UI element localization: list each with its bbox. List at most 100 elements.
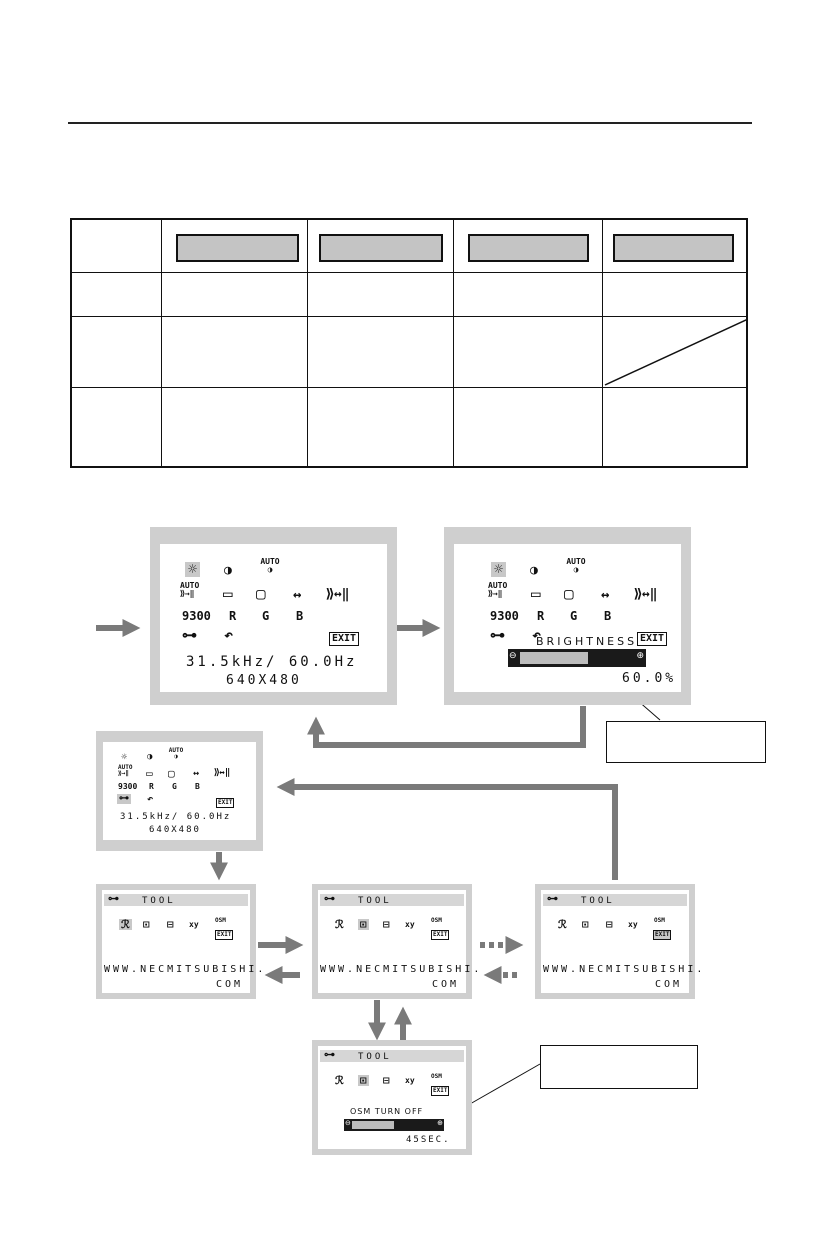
table-divider	[72, 316, 746, 317]
auto-adjust-icon[interactable]: AUTO ◑	[168, 747, 184, 760]
blue-icon[interactable]: B	[604, 609, 612, 623]
osm-position-icon[interactable]: ⊡	[143, 918, 150, 931]
contrast-icon[interactable]: ◑	[530, 563, 538, 578]
contrast-icon[interactable]: ◑	[224, 563, 232, 578]
osm-turn-off-icon[interactable]: ⊟	[383, 918, 390, 931]
osm-lock-icon[interactable]: OSM	[215, 917, 226, 924]
down-up-icon[interactable]: ▢	[256, 584, 266, 603]
red-icon[interactable]: R	[229, 609, 237, 623]
osm-turn-off-icon[interactable]: ⊟	[606, 918, 613, 931]
factory-preset-icon[interactable]: ↶	[147, 794, 154, 805]
exit-icon[interactable]: EXIT	[431, 1086, 450, 1096]
red-icon[interactable]: R	[149, 782, 154, 791]
url-line-2: COM	[655, 979, 683, 990]
brightness-icon[interactable]: ☼	[491, 562, 507, 577]
osm-lock-icon[interactable]: OSM	[431, 917, 442, 924]
green-icon[interactable]: G	[172, 782, 177, 791]
signal-info-icon[interactable]: xy	[189, 920, 199, 929]
blue-icon[interactable]: B	[296, 609, 304, 623]
url-line-2: COM	[216, 979, 244, 990]
url-line-1: WWW.NECMITSUBISHI.	[320, 964, 483, 975]
tool-icon: ⊶	[108, 892, 119, 905]
osm-lock-icon[interactable]: OSM	[431, 1073, 442, 1080]
exit-icon[interactable]: EXIT	[431, 930, 450, 940]
green-icon[interactable]: G	[262, 609, 270, 623]
control-key-2[interactable]	[319, 234, 443, 262]
exit-icon[interactable]: EXIT	[216, 798, 235, 808]
auto-position-icon[interactable]: AUTO ⟫→‖	[180, 581, 200, 598]
osm-position-icon[interactable]: ⊡	[582, 918, 589, 931]
osm-brightness-screen: ☼ ◑ AUTO ◑ AUTO ⟫→‖ ▭ ▢ ↔ ⟫↔‖ 9300 R G B…	[444, 527, 691, 705]
table-divider	[307, 220, 308, 466]
left-right-icon[interactable]: ▭	[146, 767, 153, 780]
h-size-icon[interactable]: ↔	[193, 768, 200, 779]
language-icon[interactable]: ℛ	[335, 918, 344, 931]
url-line-1: WWW.NECMITSUBISHI.	[104, 964, 267, 975]
exit-icon[interactable]: EXIT	[653, 930, 672, 940]
osm-turn-off-icon[interactable]: ⊟	[383, 1074, 390, 1087]
language-icon[interactable]: ℛ	[335, 1074, 344, 1087]
control-key-3[interactable]	[468, 234, 589, 262]
tool-icon: ⊶	[324, 1048, 335, 1061]
language-icon[interactable]: ℛ	[119, 918, 132, 931]
fine-icon[interactable]: ⟫↔‖	[214, 768, 231, 778]
url-line-2: COM	[432, 979, 460, 990]
frequency-readout: 31.5kHz/ 60.0Hz	[186, 654, 358, 670]
brightness-callout-box	[606, 721, 766, 763]
brightness-icon[interactable]: ☼	[185, 562, 201, 577]
function-key-table	[70, 218, 748, 468]
tool-icon[interactable]: ⊶	[117, 793, 131, 804]
h-size-icon[interactable]: ↔	[601, 587, 610, 603]
tool-title-bar	[320, 1050, 464, 1062]
resolution-readout: 640X480	[226, 673, 302, 688]
signal-info-icon[interactable]: xy	[628, 920, 638, 929]
red-icon[interactable]: R	[537, 609, 545, 623]
down-up-icon[interactable]: ▢	[564, 584, 574, 603]
signal-info-icon[interactable]: xy	[405, 1076, 415, 1085]
control-key-4[interactable]	[613, 234, 734, 262]
green-icon[interactable]: G	[570, 609, 578, 623]
tool-icon[interactable]: ⊶	[182, 626, 197, 644]
osm-turn-off-label: OSM TURN OFF	[350, 1107, 424, 1116]
h-size-icon[interactable]: ↔	[293, 587, 302, 603]
brightness-slider[interactable]: ⊖ ⊕	[508, 649, 646, 667]
factory-preset-icon[interactable]: ↶	[224, 626, 234, 644]
auto-position-icon[interactable]: AUTO ⟫→‖	[118, 764, 133, 777]
tool-title: TOOL	[358, 1052, 392, 1062]
left-right-icon[interactable]: ▭	[223, 584, 233, 603]
color-preset-icon[interactable]: 9300	[118, 782, 138, 791]
exit-icon[interactable]: EXIT	[215, 930, 234, 940]
osm-position-icon[interactable]: ⊡	[358, 918, 369, 931]
color-preset-icon[interactable]: 9300	[182, 609, 211, 623]
osm-turn-off-icon[interactable]: ⊟	[167, 918, 174, 931]
exit-icon[interactable]: EXIT	[637, 632, 668, 646]
contrast-icon[interactable]: ◑	[147, 752, 153, 762]
fine-icon[interactable]: ⟫↔‖	[326, 587, 350, 602]
exit-icon[interactable]: EXIT	[329, 632, 360, 646]
language-icon[interactable]: ℛ	[558, 918, 567, 931]
arrow-tool-exit-return	[276, 778, 618, 880]
table-divider	[72, 272, 746, 273]
osm-position-icon[interactable]: ⊡	[358, 1074, 369, 1087]
left-right-icon[interactable]: ▭	[531, 584, 541, 603]
color-preset-icon[interactable]: 9300	[490, 609, 519, 623]
auto-position-icon[interactable]: AUTO ⟫→‖	[488, 581, 508, 598]
signal-info-icon[interactable]: xy	[405, 920, 415, 929]
osm-lock-icon[interactable]: OSM	[654, 917, 665, 924]
auto-adjust-icon[interactable]: AUTO ◑	[260, 557, 280, 574]
not-applicable-diagonal	[604, 318, 748, 386]
auto-adjust-icon[interactable]: AUTO ◑	[566, 557, 586, 574]
osm-main-menu-screen: ☼ ◑ AUTO ◑ AUTO ⟫→‖ ▭ ▢ ↔ ⟫↔‖ 9300 R G B…	[150, 527, 397, 705]
tool-icon: ⊶	[324, 892, 335, 905]
url-line-1: WWW.NECMITSUBISHI.	[543, 964, 706, 975]
frequency-readout: 31.5kHz/ 60.0Hz	[120, 812, 232, 822]
control-key-1[interactable]	[176, 234, 299, 262]
tool-icon[interactable]: ⊶	[490, 626, 505, 644]
osm-turn-off-slider[interactable]: ⊖ ⊕	[344, 1119, 444, 1131]
tool-title: TOOL	[581, 896, 615, 906]
blue-icon[interactable]: B	[195, 782, 200, 791]
fine-icon[interactable]: ⟫↔‖	[634, 587, 658, 602]
down-up-icon[interactable]: ▢	[168, 767, 175, 780]
factory-preset-icon[interactable]: ↶	[532, 626, 542, 644]
brightness-icon[interactable]: ☼	[121, 752, 128, 763]
